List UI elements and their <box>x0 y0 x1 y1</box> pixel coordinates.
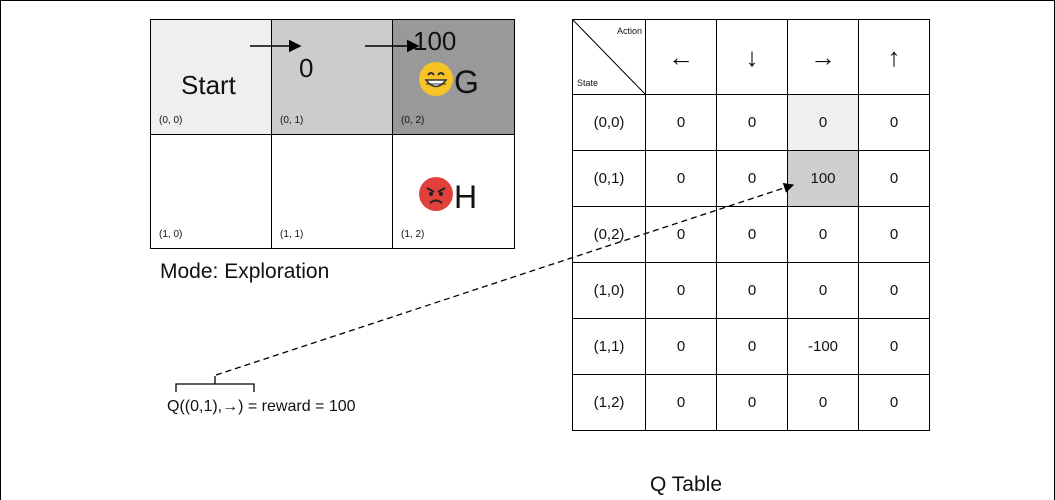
cell-1-0: (1, 0) <box>150 134 272 249</box>
q-value-cell: 0 <box>716 374 788 431</box>
action-left-header: ← <box>645 19 717 95</box>
q-value-cell: 0 <box>645 206 717 263</box>
q-value-cell: 0 <box>858 150 930 207</box>
q-value-cell-updated: 100 <box>787 150 859 207</box>
table-row: (1,1) 0 0 -100 0 <box>572 318 930 375</box>
coord-label: (1, 0) <box>159 229 183 240</box>
q-value-cell: 0 <box>787 94 859 151</box>
q-value-cell: 0 <box>858 318 930 375</box>
q-value-cell: 0 <box>716 150 788 207</box>
action-header: Action <box>616 26 642 36</box>
coord-label: (1, 2) <box>401 229 425 240</box>
state-cell: (0,0) <box>572 94 646 151</box>
q-value-cell: 0 <box>645 262 717 319</box>
q-value-cell: 0 <box>858 206 930 263</box>
q-value-cell: 0 <box>645 318 717 375</box>
cell-0-2: 100 G (0, 2) <box>392 19 515 135</box>
grid-world: Start (0, 0) 0 (0, 1) 100 G (0, 2) (1, 0… <box>150 19 515 249</box>
state-cell: (1,0) <box>572 262 646 319</box>
state-cell: (0,2) <box>572 206 646 263</box>
q-table: Action State ← ↓ → ↑ (0,0) 0 0 0 0 (0,1)… <box>572 19 930 431</box>
cell-1-1: (1, 1) <box>271 134 393 249</box>
state-header: State <box>577 78 599 88</box>
goal-reward-label: 100 <box>413 26 457 56</box>
state-cell: (1,2) <box>572 374 646 431</box>
q-value-cell: 0 <box>645 374 717 431</box>
cell-0-1: 0 (0, 1) <box>271 19 393 135</box>
table-row: (0,0) 0 0 0 0 <box>572 94 930 151</box>
angry-face-icon <box>419 177 453 211</box>
table-row: (0,1) 0 0 100 0 <box>572 150 930 207</box>
q-value-cell: 0 <box>716 318 788 375</box>
q-value-cell: 0 <box>858 262 930 319</box>
cell-0-0: Start (0, 0) <box>150 19 272 135</box>
q-value-cell: 0 <box>645 150 717 207</box>
cell-1-2: H (1, 2) <box>392 134 515 249</box>
q-value-cell: 0 <box>787 374 859 431</box>
q-table-header-row: Action State ← ↓ → ↑ <box>572 19 930 95</box>
q-value-cell: 0 <box>787 262 859 319</box>
coord-label: (0, 1) <box>280 115 304 126</box>
q-table-title: Q Table <box>650 473 722 496</box>
q-value-cell: -100 <box>787 318 859 375</box>
action-right-header: → <box>787 19 859 95</box>
q-value-cell: 0 <box>858 94 930 151</box>
update-formula: Q((0,1),→) = reward = 100 <box>167 398 356 415</box>
q-value-cell: 0 <box>716 262 788 319</box>
state-cell: (1,1) <box>572 318 646 375</box>
q-value-cell: 0 <box>716 94 788 151</box>
q-value-cell: 0 <box>716 206 788 263</box>
action-up-header: ↑ <box>858 19 930 95</box>
table-row: (1,2) 0 0 0 0 <box>572 374 930 431</box>
reward-label: 0 <box>299 53 314 83</box>
start-label: Start <box>181 70 236 100</box>
table-row: (1,0) 0 0 0 0 <box>572 262 930 319</box>
state-cell: (0,1) <box>572 150 646 207</box>
hole-letter: H <box>454 179 478 215</box>
corner-diagonal <box>573 20 646 95</box>
q-value-cell: 0 <box>858 374 930 431</box>
action-down-header: ↓ <box>716 19 788 95</box>
table-row: (0,2) 0 0 0 0 <box>572 206 930 263</box>
mode-label: Mode: Exploration <box>160 260 330 283</box>
coord-label: (0, 0) <box>159 115 183 126</box>
q-value-cell: 0 <box>645 94 717 151</box>
goal-letter: G <box>454 64 479 100</box>
q-value-cell: 0 <box>787 206 859 263</box>
q-table-corner: Action State <box>572 19 646 95</box>
grin-face-icon <box>419 62 453 96</box>
coord-label: (1, 1) <box>280 229 304 240</box>
coord-label: (0, 2) <box>401 115 425 126</box>
